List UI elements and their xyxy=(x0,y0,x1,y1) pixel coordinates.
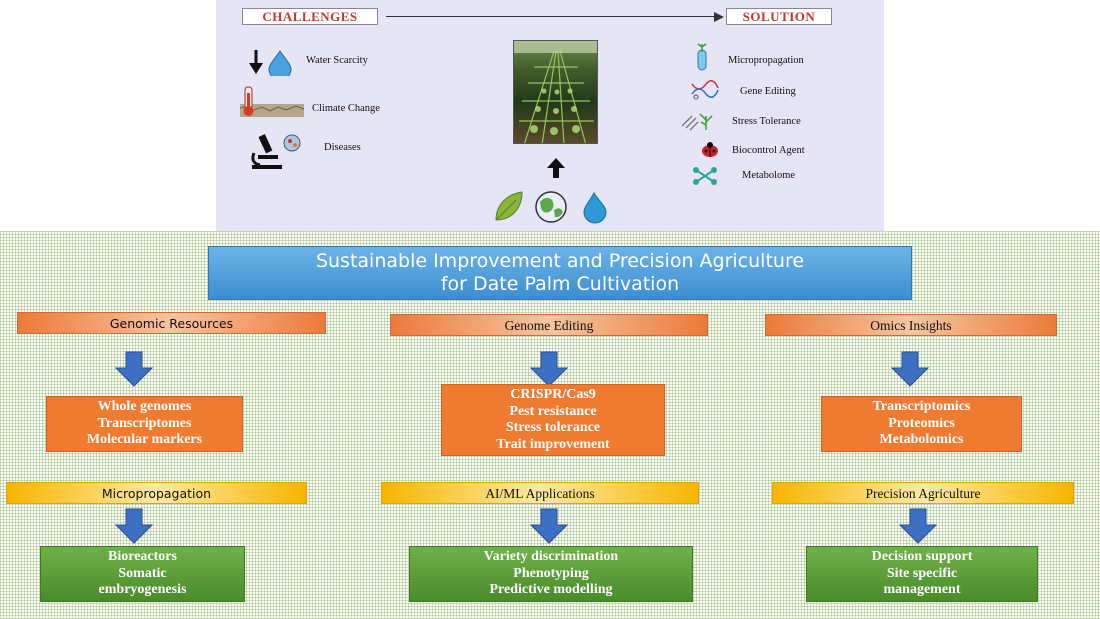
item-text: Variety discrimination xyxy=(483,549,619,565)
solution-tag: SOLUTION xyxy=(726,8,832,25)
item-text: Whole genomes xyxy=(97,399,192,415)
header-micropropagation: Micropropagation xyxy=(6,482,307,504)
challenge-diseases: Diseases xyxy=(324,142,361,153)
solution-metabolome: Metabolome xyxy=(742,170,796,181)
item-text: Phenotyping xyxy=(513,565,589,581)
down-arrow-icon xyxy=(115,508,153,544)
thermometer-icon xyxy=(240,86,305,117)
header-genome-editing: Genome Editing xyxy=(390,314,708,336)
test-tube-plant-icon xyxy=(697,43,707,71)
item-text: Metabolomics xyxy=(879,432,964,448)
item-text: Trait improvement xyxy=(496,436,610,452)
solution-gene-editing: Gene Editing xyxy=(740,86,796,97)
challenge-water-scarcity: Water Scarcity xyxy=(306,55,368,66)
item-text: Somatic xyxy=(118,565,167,581)
item-text: Transcriptomes xyxy=(97,415,192,431)
box-precision-agriculture: Decision support Site specific managemen… xyxy=(806,546,1038,602)
item-text: Decision support xyxy=(871,549,973,565)
title-line-1: Sustainable Improvement and Precision Ag… xyxy=(315,250,805,272)
down-arrow-icon xyxy=(530,508,568,544)
nursery-rows-illustration xyxy=(514,41,597,143)
header-omics-insights: Omics Insights xyxy=(765,314,1057,336)
item-text: Pest resistance xyxy=(509,403,597,419)
down-arrow-icon xyxy=(899,508,937,544)
box-ai-ml-applications: Variety discrimination Phenotyping Predi… xyxy=(409,546,693,602)
solution-stress-tolerance: Stress Tolerance xyxy=(732,116,801,127)
water-drop-down-icon xyxy=(249,50,292,76)
down-arrow-icon xyxy=(115,351,153,387)
up-arrow-icon xyxy=(547,158,565,178)
item-text: embryogenesis xyxy=(98,582,187,598)
item-text: Transcriptomics xyxy=(872,399,971,415)
item-text: Bioreactors xyxy=(108,549,177,565)
item-text: CRISPR/Cas9 xyxy=(510,387,596,402)
item-text: Proteomics xyxy=(888,415,955,431)
ladybug-icon xyxy=(702,142,718,157)
item-text: Site specific xyxy=(886,565,958,581)
down-arrow-icon xyxy=(891,351,929,387)
header-precision-agriculture: Precision Agriculture xyxy=(772,482,1074,504)
box-genome-editing: CRISPR/Cas9 Pest resistance Stress toler… xyxy=(441,384,665,456)
molecule-icon xyxy=(693,167,717,185)
diagram-title: Sustainable Improvement and Precision Ag… xyxy=(208,246,912,300)
flow-arrow-head xyxy=(714,12,724,22)
date-palm-nursery-image xyxy=(513,40,598,144)
challenge-climate-change: Climate Change xyxy=(312,103,380,114)
solution-biocontrol-agent: Biocontrol Agent xyxy=(732,145,805,156)
title-line-2: for Date Palm Cultivation xyxy=(440,273,680,295)
flow-arrow-line xyxy=(386,16,716,17)
solution-micropropagation: Micropropagation xyxy=(728,55,804,66)
leaf-globe-drop-icons xyxy=(495,191,607,224)
item-text: management xyxy=(883,582,961,598)
box-micropropagation: Bioreactors Somatic embryogenesis xyxy=(40,546,245,602)
item-text: Molecular markers xyxy=(86,432,203,448)
microscope-icon xyxy=(251,134,301,169)
item-text: Predictive modelling xyxy=(489,582,613,598)
down-arrow-icon xyxy=(530,351,568,387)
header-ai-ml-applications: AI/ML Applications xyxy=(381,482,699,504)
header-genomic-resources: Genomic Resources xyxy=(17,312,326,334)
plant-stress-icon xyxy=(681,113,713,131)
challenges-solution-panel: CHALLENGES SOLUTION Water Scarcity Clima… xyxy=(216,0,884,231)
item-text: Stress tolerance xyxy=(505,420,601,435)
box-omics-insights: Transcriptomics Proteomics Metabolomics xyxy=(821,396,1022,452)
dna-scissors-icon xyxy=(691,80,719,100)
box-genomic-resources: Whole genomes Transcriptomes Molecular m… xyxy=(46,396,243,452)
challenges-tag: CHALLENGES xyxy=(242,8,378,25)
